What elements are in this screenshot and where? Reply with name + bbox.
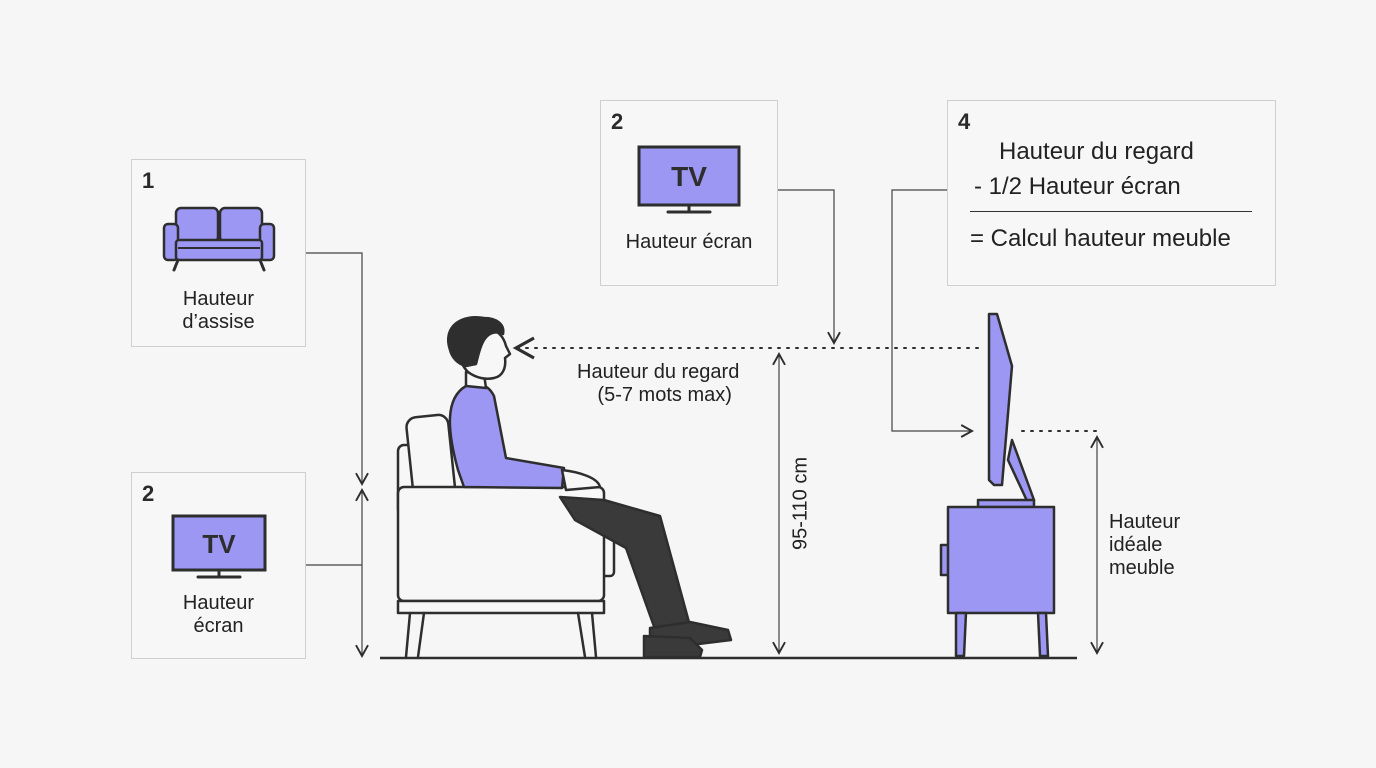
connector-screen-top	[778, 189, 841, 345]
sofa-icon	[162, 206, 276, 272]
seat-height-card: 1 Hauteur d’assise	[131, 159, 306, 347]
screen-height-card-top: 2 TV Hauteur écran	[600, 100, 778, 286]
connector-seat	[306, 252, 369, 486]
gaze-height-label: Hauteur du regard (5-7 mots max)	[577, 361, 739, 407]
card-label: Hauteur écran	[132, 592, 305, 638]
formula-divider	[970, 211, 1252, 212]
label-line: Hauteur	[182, 592, 255, 614]
card-label: Hauteur d’assise	[132, 288, 305, 334]
step-number: 2	[142, 481, 155, 506]
furniture-label-line: meuble	[1109, 557, 1175, 579]
label-line: écran	[193, 615, 244, 637]
gaze-label-line: (5-7 mots max)	[597, 384, 732, 406]
formula-line-result: = Calcul hauteur meuble	[970, 225, 1231, 252]
furniture-label-line: Hauteur	[1109, 511, 1181, 533]
label-line: d’assise	[182, 311, 255, 333]
step-number: 1	[142, 168, 155, 193]
tv-cabinet	[939, 505, 1056, 658]
tv-text: TV	[671, 161, 707, 192]
seat-height-dimension	[306, 488, 369, 658]
furniture-label-line: idéale	[1109, 534, 1163, 556]
connector-formula	[891, 189, 974, 438]
furniture-height-label: Hauteur idéale meuble	[1109, 511, 1180, 580]
tv-icon: TV	[171, 514, 267, 579]
formula-line-gaze: Hauteur du regard	[999, 138, 1194, 165]
step-number: 2	[611, 109, 624, 134]
formula-card: 4 Hauteur du regard - 1/2 Hauteur écran …	[947, 100, 1276, 286]
tv-text: TV	[202, 529, 236, 559]
step-number: 4	[958, 109, 971, 134]
seated-person	[447, 316, 733, 659]
formula-line-half-screen: - 1/2 Hauteur écran	[974, 173, 1181, 200]
height-range-label: 95-110 cm	[789, 457, 812, 551]
tv-icon: TV	[637, 145, 741, 214]
card-label: Hauteur écran	[625, 231, 753, 253]
screen-height-card: 2 TV Hauteur écran	[131, 472, 306, 659]
tv-side-view	[976, 312, 1036, 509]
gaze-label-line: Hauteur du regard	[577, 361, 740, 383]
armchair	[396, 413, 616, 659]
label-line: Hauteur	[182, 288, 255, 310]
